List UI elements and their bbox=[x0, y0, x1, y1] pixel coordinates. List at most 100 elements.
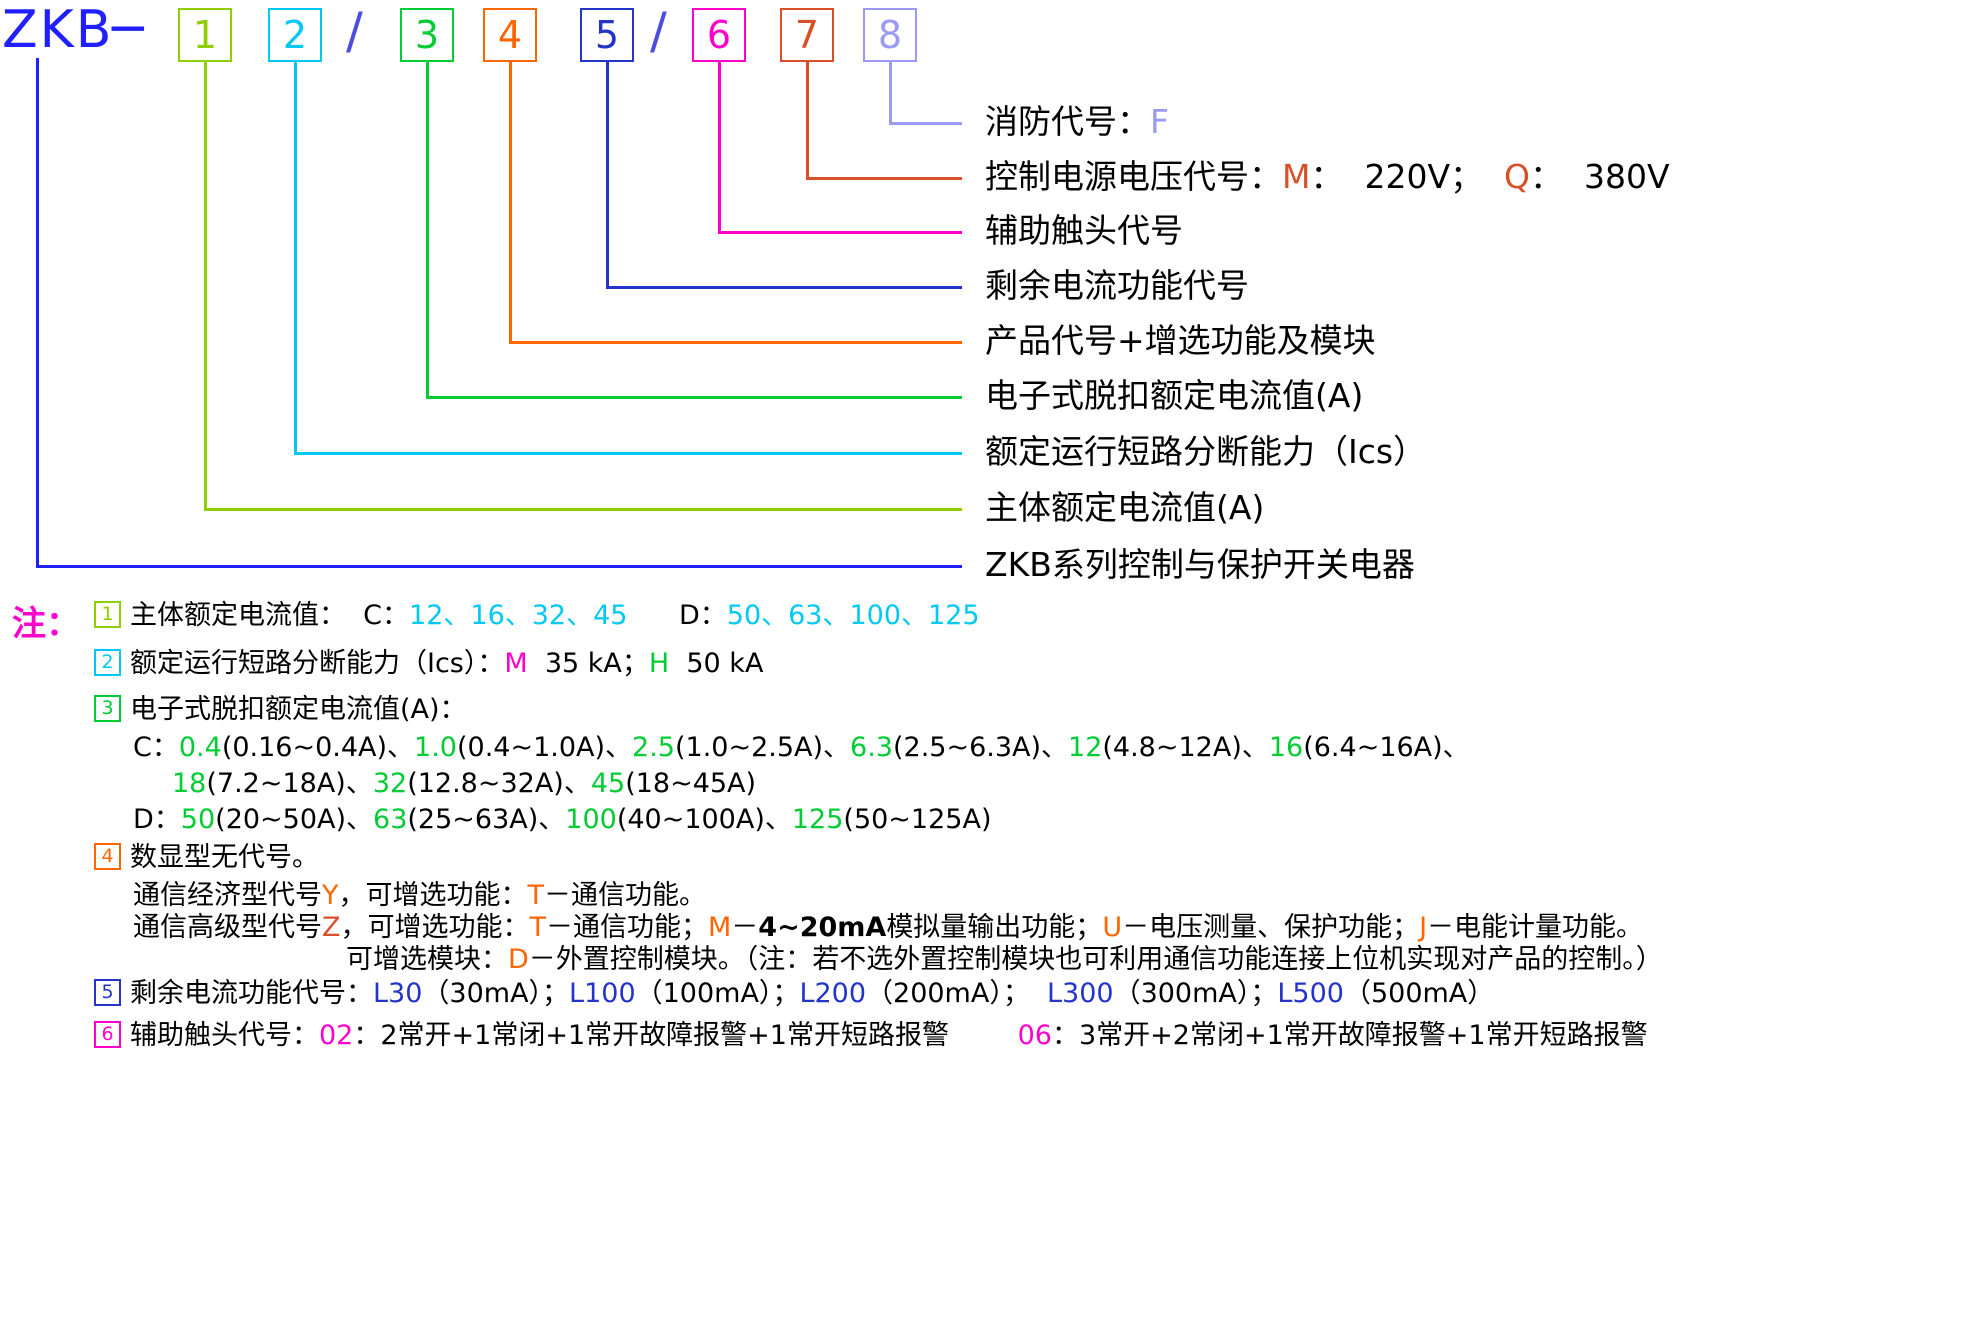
text-segment: Y bbox=[322, 880, 339, 911]
leader-line-product-v bbox=[509, 62, 512, 341]
text-segment: 通信高级型代号 bbox=[133, 912, 322, 943]
leader-line-residual-v bbox=[606, 62, 609, 286]
text-segment: 通信经济型代号 bbox=[133, 880, 322, 911]
text-segment: 45 bbox=[590, 768, 626, 799]
text-segment: (20~50A)、 bbox=[215, 804, 374, 835]
text-segment: （300mA）； bbox=[1113, 978, 1278, 1009]
text-segment: 35 kA； bbox=[527, 648, 649, 679]
text-segment: 12 bbox=[1068, 732, 1103, 763]
text-segment: (1.0~2.5A)、 bbox=[674, 732, 851, 763]
callout-label-electronic-trip-current: 电子式脱扣额定电流值(A) bbox=[985, 376, 1363, 416]
note-3-line-c2: 18(7.2~18A)、32(12.8~32A)、45(18~45A) bbox=[172, 768, 756, 800]
text-segment: （100mA）； bbox=[635, 978, 800, 1009]
callout-label-residual-current: 剩余电流功能代号 bbox=[985, 266, 1249, 306]
note-marker-label: 5 bbox=[101, 981, 114, 1003]
text-segment: 主体额定电流值(A) bbox=[985, 488, 1265, 527]
note-2-line: 额定运行短路分断能力（Ics）：M 35 kA；H 50 kA bbox=[130, 648, 763, 680]
code-box-label: 4 bbox=[497, 13, 523, 57]
text-segment: T bbox=[527, 880, 545, 911]
code-box-label: 3 bbox=[414, 13, 440, 57]
text-segment: T bbox=[529, 912, 547, 943]
text-segment: L300 bbox=[1047, 978, 1114, 1009]
text-segment: －外置控制模块。（注：若不选外置控制模块也可利用通信功能连接上位机实现对产品的控… bbox=[528, 944, 1663, 975]
text-segment: ，可增选功能： bbox=[340, 912, 530, 943]
note-marker-label: 4 bbox=[101, 845, 114, 867]
callout-label-series-name: ZKB系列控制与保护开关电器 bbox=[985, 545, 1415, 585]
code-box-3: 3 bbox=[400, 8, 454, 62]
callout-label-control-voltage: 控制电源电压代号：M： 220V； Q： 380V bbox=[985, 157, 1670, 197]
text-segment: 50 bbox=[180, 804, 216, 835]
note-3-line-d: D：50(20~50A)、63(25~63A)、100(40~100A)、125… bbox=[133, 804, 991, 836]
text-segment: 数显型无代号。 bbox=[130, 842, 319, 873]
note-marker-4: 4 bbox=[94, 843, 121, 870]
text-segment: 额定运行短路分断能力（Ics） bbox=[985, 432, 1427, 471]
note-marker-3: 3 bbox=[94, 695, 121, 722]
code-box-1: 1 bbox=[178, 8, 232, 62]
text-segment: (7.2~18A)、 bbox=[206, 768, 373, 799]
leader-line-control-voltage-v bbox=[806, 62, 809, 177]
slash-separator-1: / bbox=[346, 2, 363, 60]
text-segment: ，可增选功能： bbox=[338, 880, 528, 911]
note-marker-1: 1 bbox=[94, 601, 121, 628]
text-segment: 06 bbox=[1017, 1020, 1052, 1051]
leader-line-fire-v bbox=[889, 62, 892, 122]
text-segment: 50 kA bbox=[669, 648, 764, 679]
text-segment: ： 380V bbox=[1530, 157, 1670, 196]
text-segment: (2.5~6.3A)、 bbox=[892, 732, 1069, 763]
callout-label-auxiliary-contact: 辅助触头代号 bbox=[985, 211, 1183, 251]
text-segment: 16 bbox=[1268, 732, 1304, 763]
text-segment: 2.5 bbox=[632, 732, 675, 763]
note-marker-6: 6 bbox=[94, 1021, 121, 1048]
leader-line-series-h bbox=[36, 565, 962, 568]
leader-line-product-h bbox=[509, 341, 962, 344]
leader-line-electronic-h bbox=[426, 396, 962, 399]
leader-line-fire-h bbox=[889, 122, 962, 125]
code-box-label: 7 bbox=[794, 13, 820, 57]
text-segment: ZKB系列控制与保护开关电器 bbox=[985, 545, 1415, 584]
note-marker-label: 6 bbox=[101, 1023, 114, 1045]
text-segment: 消防代号： bbox=[985, 102, 1150, 141]
note-4-line-3: 可增选模块：D－外置控制模块。（注：若不选外置控制模块也可利用通信功能连接上位机… bbox=[346, 944, 1663, 976]
text-segment: (50~125A) bbox=[843, 804, 992, 835]
note-marker-5: 5 bbox=[94, 979, 121, 1006]
note-marker-label: 1 bbox=[101, 603, 114, 625]
text-segment: ：2常开+1常闭+1常开故障报警+1常开短路报警 bbox=[353, 1020, 949, 1051]
leader-line-residual-h bbox=[606, 286, 962, 289]
text-segment: F bbox=[1150, 102, 1169, 141]
text-segment: ：3常开+2常闭+1常开故障报警+1常开短路报警 bbox=[1051, 1020, 1648, 1051]
text-segment: M bbox=[504, 648, 528, 679]
note-4-line-2: 通信高级型代号Z，可增选功能：T－通信功能；M－4~20mA模拟量输出功能；U－… bbox=[133, 912, 1643, 944]
text-segment: M bbox=[1282, 157, 1311, 196]
text-segment: － bbox=[731, 912, 759, 943]
leader-line-control-voltage-h bbox=[806, 177, 962, 180]
text-segment: (0.16~0.4A)、 bbox=[221, 732, 415, 763]
text-segment: Q bbox=[1504, 157, 1530, 196]
text-segment: 4~20mA bbox=[758, 912, 887, 943]
text-segment: （30mA）； bbox=[422, 978, 570, 1009]
text-segment: C： bbox=[133, 732, 179, 763]
text-segment: 02 bbox=[319, 1020, 354, 1051]
text-segment: L500 bbox=[1277, 978, 1344, 1009]
text-segment: －通信功能。 bbox=[544, 880, 706, 911]
callout-label-breaking-capacity: 额定运行短路分断能力（Ics） bbox=[985, 432, 1426, 472]
text-segment: J bbox=[1419, 912, 1428, 943]
leader-line-series-v bbox=[36, 58, 39, 565]
text-segment: (12.8~32A)、 bbox=[407, 768, 591, 799]
note-3-line-c1: C：0.4(0.16~0.4A)、1.0(0.4~1.0A)、2.5(1.0~2… bbox=[133, 732, 1470, 764]
code-box-5: 5 bbox=[580, 8, 634, 62]
note-3-header: 电子式脱扣额定电流值(A)： bbox=[130, 694, 467, 726]
leader-line-ics-h bbox=[294, 452, 962, 455]
text-segment: H bbox=[648, 648, 670, 679]
text-segment: 额定运行短路分断能力（Ics）： bbox=[130, 648, 505, 679]
leader-line-auxiliary-v bbox=[718, 62, 721, 231]
note-marker-2: 2 bbox=[94, 649, 121, 676]
text-segment: Z bbox=[322, 912, 341, 943]
text-segment: (0.4~1.0A)、 bbox=[456, 732, 633, 763]
leader-line-auxiliary-h bbox=[718, 231, 962, 234]
note-5-line: 剩余电流功能代号：L30（30mA）；L100（100mA）；L200（200m… bbox=[130, 978, 1494, 1010]
slash-separator-2: / bbox=[650, 2, 667, 60]
note-4-line-1: 通信经济型代号Y，可增选功能：T－通信功能。 bbox=[133, 880, 706, 912]
text-segment: 电子式脱扣额定电流值(A)： bbox=[130, 694, 467, 725]
notes-heading: 注： bbox=[12, 604, 80, 644]
